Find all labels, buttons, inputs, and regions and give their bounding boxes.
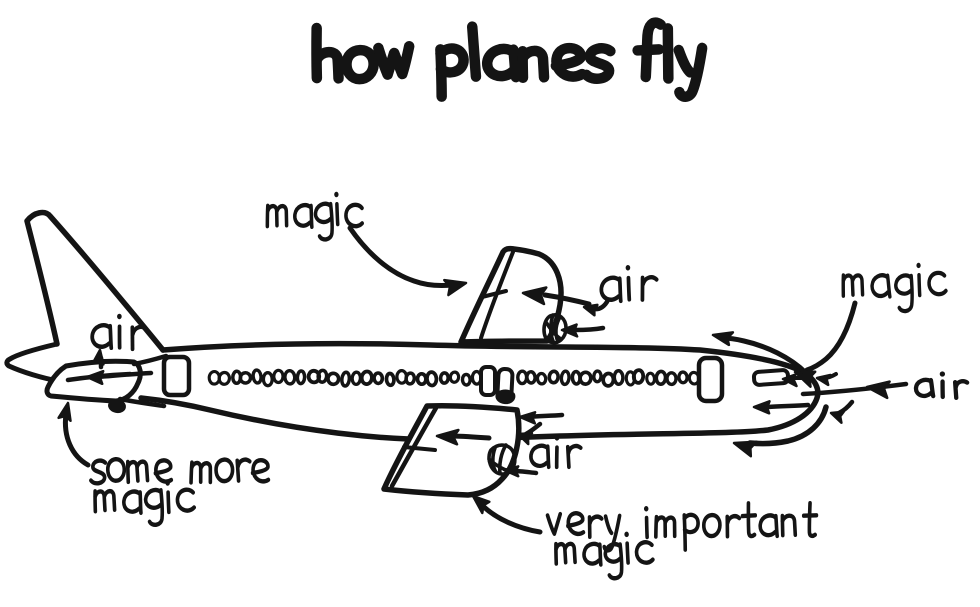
arrow-tail-engine-head bbox=[85, 369, 105, 386]
window-row bbox=[207, 368, 701, 388]
cabin-window bbox=[578, 370, 593, 386]
cabin-window bbox=[592, 369, 603, 384]
arrow-very-important-head bbox=[471, 494, 491, 515]
label-air-tail: air bbox=[90, 313, 148, 352]
label-some-more-magic-line2: magic bbox=[93, 480, 196, 527]
arrow-bottom-engine bbox=[512, 468, 539, 476]
arrow-air-wing bbox=[542, 292, 592, 307]
cabin-window bbox=[438, 371, 451, 385]
arrow-very-important bbox=[481, 504, 543, 535]
cabin-window bbox=[460, 372, 472, 387]
tail-fin bbox=[24, 209, 166, 353]
cabin-window bbox=[251, 368, 263, 385]
cabin-window bbox=[525, 370, 537, 385]
label-magic-wing: magic bbox=[265, 191, 364, 242]
arrow-air-wing-small-head bbox=[582, 303, 599, 317]
arrow-wing-root-head bbox=[518, 411, 537, 425]
arrow-wing-root-small-head bbox=[516, 431, 534, 446]
label-very-important-magic-line1: very important bbox=[545, 500, 819, 553]
cabin-window bbox=[261, 371, 274, 388]
cabin-window bbox=[547, 369, 560, 385]
tail-engine-pylon-top bbox=[131, 353, 169, 367]
tailplane bbox=[4, 341, 61, 384]
arrow-top-engine bbox=[572, 325, 606, 333]
cabin-window bbox=[372, 371, 385, 386]
arrow-air-nose bbox=[800, 381, 909, 397]
label-some-more-magic-line1: some more bbox=[89, 457, 271, 486]
label-air-nose: air bbox=[913, 371, 970, 401]
cabin-window bbox=[631, 368, 646, 385]
arrow-bottom-wing-head bbox=[435, 428, 460, 446]
door-mid-1 bbox=[479, 365, 497, 397]
arrow-air-tail-head bbox=[91, 348, 105, 366]
top-wing-engine bbox=[542, 313, 568, 345]
tail-wheel-blob bbox=[108, 398, 126, 414]
cabin-window bbox=[384, 371, 396, 388]
tail-engine-pylon-bottom bbox=[117, 396, 167, 409]
label-magic-nose: magic bbox=[841, 262, 948, 314]
cabin-window bbox=[238, 371, 253, 385]
arrow-cockpit-2-head bbox=[815, 373, 832, 387]
cabin-window bbox=[359, 369, 374, 386]
arrow-top-engine-head bbox=[560, 323, 579, 338]
airplane-drawing bbox=[4, 209, 821, 498]
label-air-wing-top: air bbox=[599, 264, 659, 304]
cabin-window bbox=[350, 370, 363, 387]
cabin-window bbox=[448, 370, 461, 384]
door-front bbox=[696, 355, 725, 404]
top-wing-crease-line bbox=[480, 289, 508, 299]
cabin-window bbox=[677, 370, 689, 385]
cabin-window bbox=[559, 369, 571, 387]
arrow-air-wing-head bbox=[521, 286, 548, 306]
door-rear bbox=[161, 354, 192, 398]
cabin-window bbox=[645, 371, 656, 386]
bottom-wing-outline bbox=[381, 402, 522, 498]
cabin-window bbox=[316, 368, 329, 384]
title: how planes fly bbox=[311, 17, 708, 102]
arrow-magic-nose bbox=[804, 300, 858, 373]
arrow-air-nose-head bbox=[865, 380, 891, 400]
cabin-window bbox=[535, 371, 548, 386]
arrow-some-more-magic bbox=[62, 411, 91, 468]
fuselage bbox=[138, 340, 821, 443]
arrow-nose-inner bbox=[765, 402, 811, 410]
cabin-window bbox=[326, 371, 341, 387]
arrow-airflow-bottom-head bbox=[732, 440, 758, 458]
arrow-nose-small-head bbox=[829, 410, 845, 424]
label-very-important-magic-line2: magic bbox=[554, 531, 655, 581]
arrow-nose-inner-head bbox=[752, 400, 771, 415]
cabin-window bbox=[283, 369, 297, 386]
arrow-cockpit-head bbox=[781, 373, 798, 388]
arrow-magic-wing-head bbox=[443, 278, 468, 297]
cabin-window bbox=[272, 368, 285, 385]
cabin-window bbox=[654, 369, 668, 386]
top-wing-engine-scribble bbox=[542, 313, 568, 345]
arrow-airflow-top-head bbox=[711, 331, 735, 347]
cockpit-window bbox=[751, 368, 791, 387]
cabin-window bbox=[425, 370, 439, 388]
cabin-window bbox=[295, 369, 307, 386]
arrow-magic-wing bbox=[347, 225, 455, 288]
arrow-bottom-wing bbox=[448, 433, 492, 441]
wing-root-blob bbox=[495, 389, 516, 405]
cabin-window bbox=[415, 371, 428, 387]
bottom-wing bbox=[381, 402, 522, 498]
cabin-window bbox=[217, 370, 232, 386]
cabin-window bbox=[665, 371, 678, 387]
cabin-window bbox=[404, 371, 417, 386]
cabin-window bbox=[601, 371, 616, 388]
arrow-airflow-bottom bbox=[747, 404, 829, 447]
cabin-window bbox=[612, 369, 625, 386]
arrow-some-more-magic-head bbox=[57, 401, 72, 423]
bottom-wing-crease-line bbox=[402, 445, 437, 452]
cabin-window bbox=[340, 370, 352, 388]
arrow-bottom-engine-head bbox=[502, 465, 520, 478]
arrows bbox=[57, 225, 909, 535]
label-air-wing-bottom: air bbox=[529, 435, 583, 470]
